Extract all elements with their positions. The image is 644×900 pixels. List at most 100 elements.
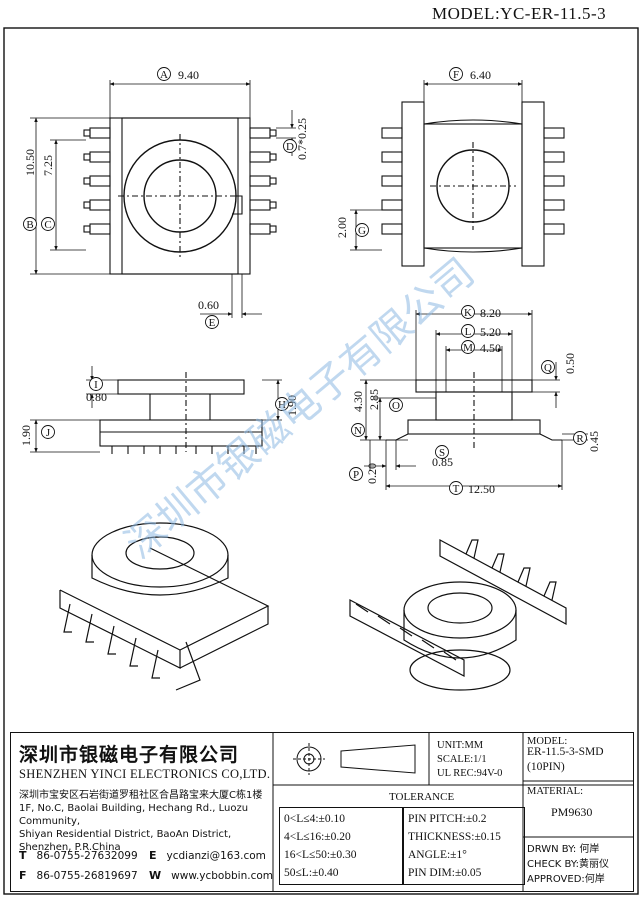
dim-a: A 9.40 bbox=[157, 67, 199, 82]
material-label: MATERIAL: bbox=[527, 786, 583, 797]
dim-t: T 12.50 bbox=[449, 481, 495, 496]
scale: SCALE:1/1 bbox=[437, 754, 487, 765]
dim-marker-icon bbox=[461, 305, 475, 319]
dim-marker-icon bbox=[461, 324, 475, 338]
dim-value: 0.60 bbox=[198, 298, 219, 312]
front-view bbox=[99, 372, 263, 454]
dim-value: 1.90 bbox=[19, 425, 33, 446]
dim-letter: J bbox=[46, 427, 51, 439]
title-block: 深圳市银磁电子有限公司 SHENZHEN YINCI ELECTRONICS C… bbox=[10, 732, 634, 892]
address-line: Shenzhen, P.R.China bbox=[19, 842, 121, 853]
drawing-frame bbox=[3, 27, 639, 895]
dim-letter: R bbox=[576, 433, 584, 445]
dim-value: 4.50 bbox=[480, 341, 501, 355]
approved-by: APPROVED:何岸 bbox=[527, 874, 605, 885]
dim-value: 7.25 bbox=[41, 155, 55, 176]
dim-s: S0.85 bbox=[432, 445, 453, 469]
dim-marker-icon bbox=[449, 481, 463, 495]
dim-marker-icon bbox=[435, 445, 449, 459]
dim-m: M 4.50 bbox=[461, 340, 501, 355]
dim-b: B10.50 bbox=[23, 149, 37, 231]
dim-value: 0.45 bbox=[587, 431, 601, 452]
dim-marker-icon bbox=[349, 467, 363, 481]
dim-o: O 2.85 bbox=[367, 389, 403, 412]
dim-letter: H bbox=[278, 399, 286, 411]
dim-value: 8.20 bbox=[480, 306, 501, 320]
dim-marker-icon bbox=[573, 431, 587, 445]
dim-j: J 1.90 bbox=[19, 425, 55, 446]
model-title: MODEL:YC-ER-11.5-3 bbox=[432, 4, 607, 23]
dim-g: G 2.00 bbox=[335, 217, 369, 238]
dim-letter: M bbox=[463, 342, 473, 354]
dim-letter: S bbox=[439, 447, 445, 459]
dim-value: 2.00 bbox=[335, 217, 349, 238]
model-value: ER-11.5-3-SMD bbox=[527, 746, 604, 758]
side-front-view bbox=[386, 372, 562, 448]
address-line: Shiyan Residential District, BaoAn Distr… bbox=[19, 829, 232, 840]
address-line: 深圳市宝安区石岩街道罗租社区合昌路宝来大厦C栋1楼 bbox=[19, 790, 263, 801]
dim-letter: I bbox=[94, 379, 98, 391]
dim-marker-icon bbox=[89, 377, 103, 391]
company-address: 深圳市宝安区石岩街道罗租社区合昌路宝来大厦C栋1楼 1F, No.C, Baol… bbox=[19, 789, 269, 854]
dim-e: E0.60 bbox=[198, 298, 219, 329]
dim-marker-icon bbox=[389, 398, 403, 412]
dim-letter: C bbox=[44, 219, 51, 231]
dim-n: N4.30 bbox=[351, 391, 365, 437]
dim-letter: T bbox=[453, 483, 460, 495]
address-line: 1F, No.C, Baolai Building, Hechang Rd., … bbox=[19, 803, 249, 827]
company-name-en: SHENZHEN YINCI ELECTRONICS CO,LTD. bbox=[19, 767, 271, 781]
dim-letter: A bbox=[160, 69, 168, 81]
dim-value: 0.7*0.25 bbox=[295, 118, 309, 160]
dim-value: 0.20 bbox=[365, 463, 379, 484]
dim-value: 0.80 bbox=[86, 390, 107, 404]
dim-value: 2.85 bbox=[367, 389, 381, 410]
iso-view-right bbox=[349, 538, 567, 691]
tolerance-row: 16<L≤50:±0.30 bbox=[284, 849, 357, 861]
projection-symbol bbox=[293, 743, 416, 775]
tolerance-title: TOLERANCE bbox=[389, 791, 455, 803]
side-top-view bbox=[381, 101, 565, 267]
pin-count: (10PIN) bbox=[527, 761, 565, 773]
dim-marker-icon bbox=[157, 67, 171, 81]
ul-rec: UL REC:94V-0 bbox=[437, 768, 503, 779]
dim-marker-icon bbox=[41, 217, 55, 231]
dim-marker-icon bbox=[23, 217, 37, 231]
dim-marker-icon bbox=[275, 397, 289, 411]
dim-value: 9.40 bbox=[178, 68, 199, 82]
spec-row: PIN DIM:±0.05 bbox=[408, 867, 482, 879]
watermark-text: 深圳市银磁电子有限公司 bbox=[117, 250, 484, 568]
tolerance-row: 50≤L:±0.40 bbox=[284, 867, 339, 879]
spec-row: ANGLE:±1° bbox=[408, 849, 467, 861]
dim-letter: L bbox=[465, 326, 472, 338]
dim-marker-icon bbox=[541, 360, 555, 374]
title-block-grid bbox=[272, 733, 633, 891]
dim-value: 6.40 bbox=[470, 68, 491, 82]
iso-view-left bbox=[59, 522, 270, 691]
dim-letter: O bbox=[392, 400, 400, 412]
dim-c: C 7.25 bbox=[41, 155, 55, 231]
drawn-by: DRWN BY: 何岸 bbox=[527, 844, 600, 855]
dim-value: 4.30 bbox=[351, 391, 365, 412]
dim-letter: P bbox=[353, 469, 359, 481]
tolerance-row: 0<L≤4:±0.10 bbox=[284, 813, 345, 825]
dim-marker-icon bbox=[283, 139, 297, 153]
dim-marker-icon bbox=[351, 423, 365, 437]
unit: UNIT:MM bbox=[437, 740, 484, 751]
top-view bbox=[83, 117, 277, 275]
spec-row: PIN PITCH:±0.2 bbox=[408, 813, 487, 825]
dim-value: 12.50 bbox=[468, 482, 495, 496]
dim-value: 0.50 bbox=[563, 353, 577, 374]
dim-marker-icon bbox=[41, 425, 55, 439]
dim-marker-icon bbox=[355, 223, 369, 237]
dim-letter: G bbox=[358, 225, 366, 237]
